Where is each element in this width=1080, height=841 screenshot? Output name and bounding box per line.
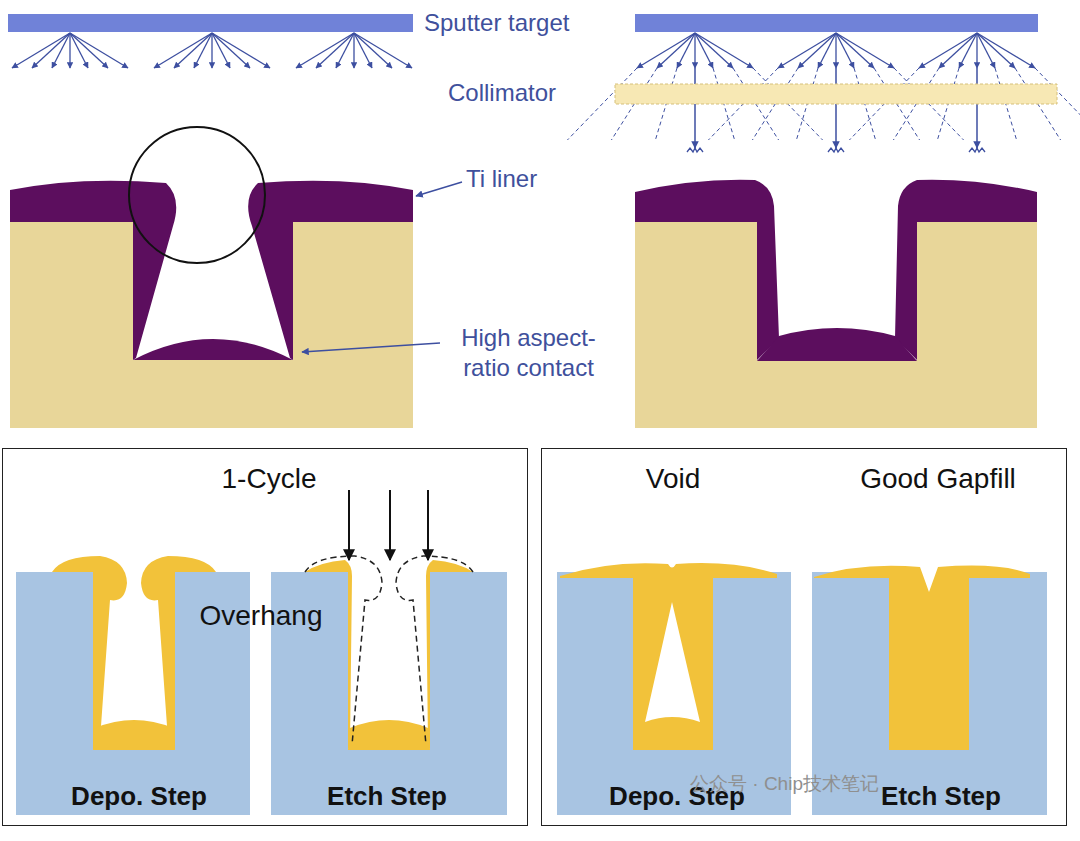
deposit-mark [687,148,703,152]
sputter-ray [296,33,354,68]
ti-liner [757,328,917,361]
sputter-ray [798,33,836,68]
sputter-ray [70,33,128,68]
sputter-ray [336,33,354,68]
sputter-ray [977,33,1015,68]
sputter-ray [695,33,753,68]
sputter-ray [212,33,250,68]
sputter-rays [12,33,412,68]
fill [560,563,777,750]
fill [814,566,1030,750]
sputter-ray [174,33,212,68]
sputter-ray [69,33,70,68]
sputter-ray [154,33,212,68]
ti-liner [635,180,779,360]
part-label: Sputter target [424,8,569,38]
previous-outline [305,556,382,745]
sputter-left [8,14,462,428]
sputter-ray [52,33,70,68]
deposit [141,556,216,750]
ti-liner [895,180,1037,360]
deposit [305,560,352,750]
sputter-ray [354,33,412,68]
sputter-ray [354,33,392,68]
panel-label: Good Gapfill [860,463,1016,495]
collimator [615,84,1057,104]
previous-outline [396,556,473,745]
collimated-ray [694,68,696,148]
step-label: Etch Step [327,781,447,812]
part-label: Collimator [448,78,556,108]
sputter-target [8,14,413,32]
sputter-ray [70,33,108,68]
sputter-rays [567,33,1080,152]
highlight-circle [129,127,265,263]
sputter-ray [677,33,695,68]
panel-label: 1-Cycle [222,463,317,495]
collimated-ray [976,68,978,148]
deposit [52,556,127,750]
sputter-ray [194,33,212,68]
sputter-ray [695,33,733,68]
cycle-drawing [16,490,507,815]
part-label: High aspect-ratio contact [446,323,611,383]
part-label: Ti liner [466,164,537,194]
sputter-ray [694,33,695,68]
sputter-ray [778,33,836,68]
sputter-ray [353,33,354,68]
ti-liner [248,181,413,360]
etch-arrow [427,490,429,560]
sputter-ray [657,33,695,68]
step-label: Etch Step [881,781,1001,812]
sputter-ray [959,33,977,68]
sputter-ray [212,33,270,68]
sputter-ray [835,33,836,68]
collimated-ray [835,68,837,148]
deposit-mark [969,148,985,152]
sputter-ray [976,33,977,68]
sputter-ray [12,33,70,68]
panel-label: Void [646,463,701,495]
leader-line [416,182,462,196]
sputter-ray [836,33,874,68]
step-label: Depo. Step [71,781,207,812]
gapfill-drawing [557,563,1047,815]
watermark: 公众号 · Chip技术笔记 [690,772,879,796]
sputter-ray [836,33,894,68]
sputter-ray [32,33,70,68]
panel-label: Overhang [200,600,323,632]
substrate [635,222,1037,428]
leader-line [302,343,440,352]
sputter-right [567,14,1080,428]
sputter-ray [919,33,977,68]
panel-box: VoidGood GapfillDepo. StepEtch Step [541,448,1067,826]
sputter-ray [211,33,212,68]
sputter-ray [977,33,1035,68]
sputter-ray [939,33,977,68]
substrate [10,222,413,428]
deposit [93,720,175,750]
etch-arrow [389,490,391,560]
sputter-target [635,14,1038,32]
sputter-ray [818,33,836,68]
etch-arrow [348,490,350,560]
void [645,602,700,722]
sputter-ray [637,33,695,68]
panel-box: 1-CycleOverhangDepo. Step Etch Step [2,448,528,826]
deposit [426,560,473,750]
ti-liner [133,339,293,360]
ti-liner [10,181,176,360]
deposit-mark [828,148,844,152]
deposit [348,720,430,750]
sputter-ray [316,33,354,68]
